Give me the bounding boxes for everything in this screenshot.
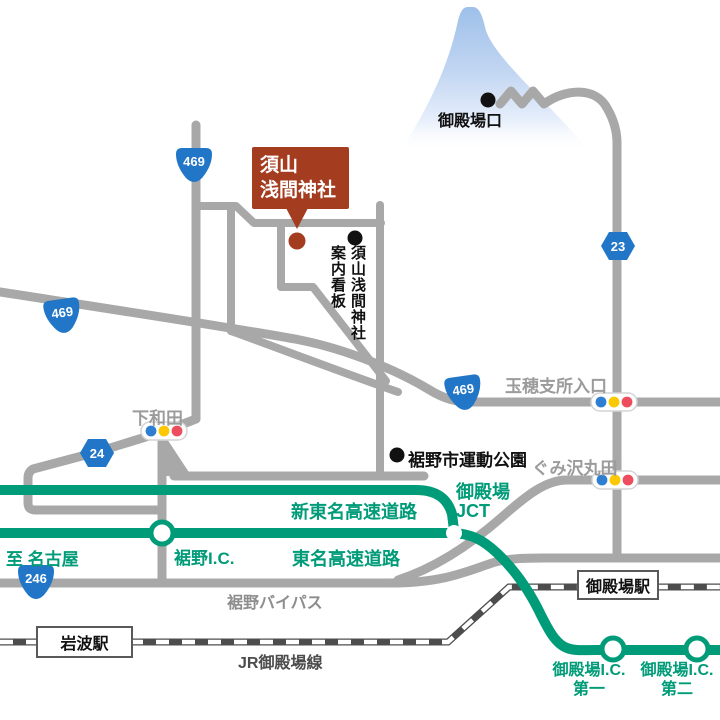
signboard-line1: 須山浅間神社: [349, 245, 366, 341]
gotemba-ic2-circle: [683, 635, 711, 663]
route23-shield: 23: [601, 232, 635, 260]
sports-park-dot: [389, 447, 405, 463]
sports-park-label: 裾野市運動公園: [408, 451, 527, 470]
gotemba-station-box: 御殿場駅: [577, 570, 659, 600]
mount-fuji: [400, 7, 590, 152]
signboard-label: 須山浅間神社 案内看板: [327, 245, 367, 357]
road-junction-fill: [163, 449, 186, 476]
gotemba-station-label: 御殿場駅: [585, 579, 650, 596]
traffic-light-gumisawa: [591, 470, 639, 490]
iwanami-station-label: 岩波駅: [60, 636, 109, 653]
gotemba-ic1-circle: [599, 635, 627, 663]
road-junction-diagonal: [158, 436, 191, 481]
trailhead-dot: [480, 92, 496, 108]
route469-shield-west: 469: [43, 297, 80, 333]
gotemba-jct-dot: [446, 525, 462, 541]
shrine-callout-line2: 浅間神社: [260, 180, 337, 201]
signboard-line2: 案内看板: [329, 245, 346, 309]
tomei-label: 東名高速道路: [292, 549, 400, 569]
road-shimowada: [23, 120, 201, 515]
route469-shield-north: 469: [176, 148, 212, 182]
street-shrine-a: [192, 202, 385, 227]
iwanami-station-box: 岩波駅: [36, 626, 133, 658]
street-shrine-c: [277, 220, 390, 385]
shrine-dot: [288, 232, 306, 250]
susono-ic-circle: [148, 519, 176, 547]
gotemba-ic1-line1: 御殿場I.C.: [552, 662, 626, 679]
shrine-callout: 須山 浅間神社: [252, 147, 349, 229]
road-bypass: [0, 553, 720, 588]
shintomei-expressway-line: [0, 485, 459, 535]
route246-shield: 246: [18, 565, 54, 599]
gotemba-jct-line2: JCT: [456, 501, 491, 521]
gotemba-ic2-label: 御殿場I.C. 第二: [634, 661, 720, 699]
to-nagoya-label: 至 名古屋: [6, 550, 79, 569]
road-gumisawa: [393, 475, 720, 585]
susono-ic-label: 裾野I.C.: [174, 549, 235, 568]
street-shrine-d: [227, 327, 402, 396]
jr-line-label: JR御殿場線: [238, 655, 323, 672]
shrine-callout-line1: 須山: [260, 155, 299, 176]
route24-shield: 24: [80, 439, 114, 467]
route469-number: 469: [183, 154, 205, 169]
tamaho-label: 玉穂支所入口: [505, 377, 607, 396]
route469-shield-east: 469: [444, 374, 481, 410]
route246-number: 246: [25, 571, 47, 586]
road-route469: [0, 287, 720, 407]
gotemba-ic2-line1: 御殿場I.C.: [640, 662, 714, 679]
gotemba-ic1-line2: 第一: [572, 681, 605, 698]
route469-number: 469: [451, 381, 475, 399]
signboard-dot: [347, 230, 363, 246]
shintomei-label: 新東名高速道路: [291, 502, 417, 522]
route469-number: 469: [50, 304, 74, 322]
traffic-light-tamaho: [590, 392, 638, 412]
route24-number: 24: [90, 446, 105, 461]
trailhead-label: 御殿場口: [437, 113, 502, 130]
route23-number: 23: [611, 239, 625, 254]
bypass-label: 裾野バイパス: [227, 595, 323, 612]
gotemba-ic2-line2: 第二: [660, 681, 693, 698]
gotemba-jct-line1: 御殿場: [456, 482, 510, 502]
gumisawa-label: ぐみ沢丸田: [532, 459, 618, 478]
shimowada-label: 下和田: [132, 409, 183, 428]
gotemba-ic1-label: 御殿場I.C. 第一: [546, 661, 632, 699]
gotemba-jct-label: 御殿場 JCT: [456, 483, 510, 521]
road-fuji-route23: [495, 86, 622, 561]
tomei-expressway-line: [0, 528, 720, 656]
traffic-light-shimowada: [140, 421, 188, 441]
